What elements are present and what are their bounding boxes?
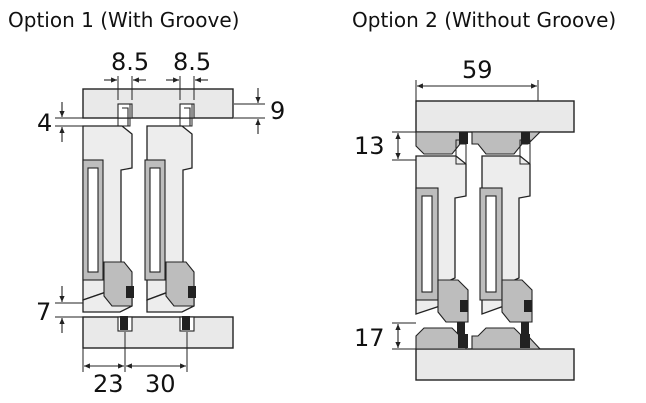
option2-door-right — [479, 139, 533, 334]
option1-dim-groove-left: 4 — [37, 109, 52, 137]
option1-dim-groove-right: 9 — [270, 97, 285, 125]
option2-title: Option 2 (Without Groove) — [352, 8, 616, 32]
option1-dim-top-right: 8.5 — [173, 48, 211, 76]
option1-door-right — [144, 103, 196, 330]
option1-top-plate — [82, 88, 234, 119]
option2-dim-bottom-height: 17 — [354, 324, 385, 352]
option1-group: Option 1 (With Groove) — [8, 8, 285, 398]
option2-top-plate — [415, 100, 575, 133]
option1-title: Option 1 (With Groove) — [8, 8, 239, 32]
option1-bottom-plate — [82, 316, 234, 349]
option1-dim-bottom-height: 7 — [36, 298, 51, 326]
option2-top-track-left — [415, 131, 467, 155]
option2-dim-top-height: 13 — [354, 132, 385, 160]
option1-dim-top-left: 8.5 — [111, 48, 149, 76]
option2-dim-top-width: 59 — [462, 56, 493, 84]
option2-door-left — [415, 139, 469, 334]
option1-dim-bottom-offset: 23 — [93, 370, 124, 398]
option2-bottom-plate — [415, 348, 575, 381]
option2-group: Option 2 (Without Groove) — [352, 8, 616, 381]
option1-door-left — [82, 103, 134, 330]
option1-dim-bottom-spacing: 30 — [145, 370, 176, 398]
